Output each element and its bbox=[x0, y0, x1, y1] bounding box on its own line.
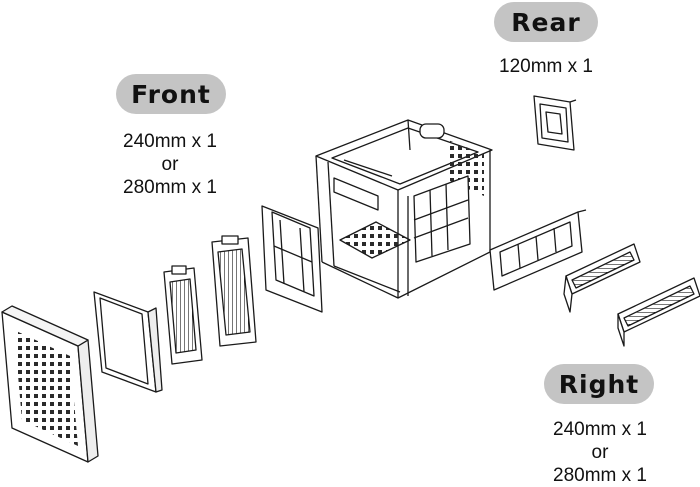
right-label-badge: Right bbox=[544, 364, 654, 404]
right-radiator-bracket bbox=[489, 209, 587, 291]
right-radiator-280 bbox=[617, 277, 700, 347]
front-spec: 240mm x 1 or 280mm x 1 bbox=[100, 130, 240, 199]
right-spec-line-2: or bbox=[591, 442, 609, 463]
front-radiator-240 bbox=[163, 265, 203, 365]
front-radiator-bracket bbox=[261, 205, 323, 313]
right-label-text: Right bbox=[558, 369, 640, 399]
rear-label-text: Rear bbox=[511, 7, 581, 37]
rear-label-badge: Rear bbox=[494, 2, 598, 42]
rear-spec-line: 120mm x 1 bbox=[499, 56, 593, 77]
front-label-badge: Front bbox=[116, 74, 226, 114]
right-spec: 240mm x 1 or 280mm x 1 bbox=[530, 418, 670, 487]
front-radiator-280 bbox=[211, 235, 257, 347]
right-radiator-240 bbox=[563, 243, 641, 313]
front-spec-line-1: 240mm x 1 bbox=[123, 131, 217, 152]
right-spec-line-3: 280mm x 1 bbox=[553, 465, 647, 486]
front-spec-line-3: 280mm x 1 bbox=[123, 177, 217, 198]
front-label-text: Front bbox=[131, 79, 211, 109]
right-spec-line-1: 240mm x 1 bbox=[553, 419, 647, 440]
rear-fan-120 bbox=[533, 95, 577, 151]
rear-spec: 120mm x 1 bbox=[476, 55, 616, 78]
front-filter-frame bbox=[93, 291, 163, 393]
front-spec-line-2: or bbox=[161, 154, 179, 175]
main-chassis bbox=[315, 119, 493, 299]
front-mesh-panel bbox=[1, 305, 99, 463]
